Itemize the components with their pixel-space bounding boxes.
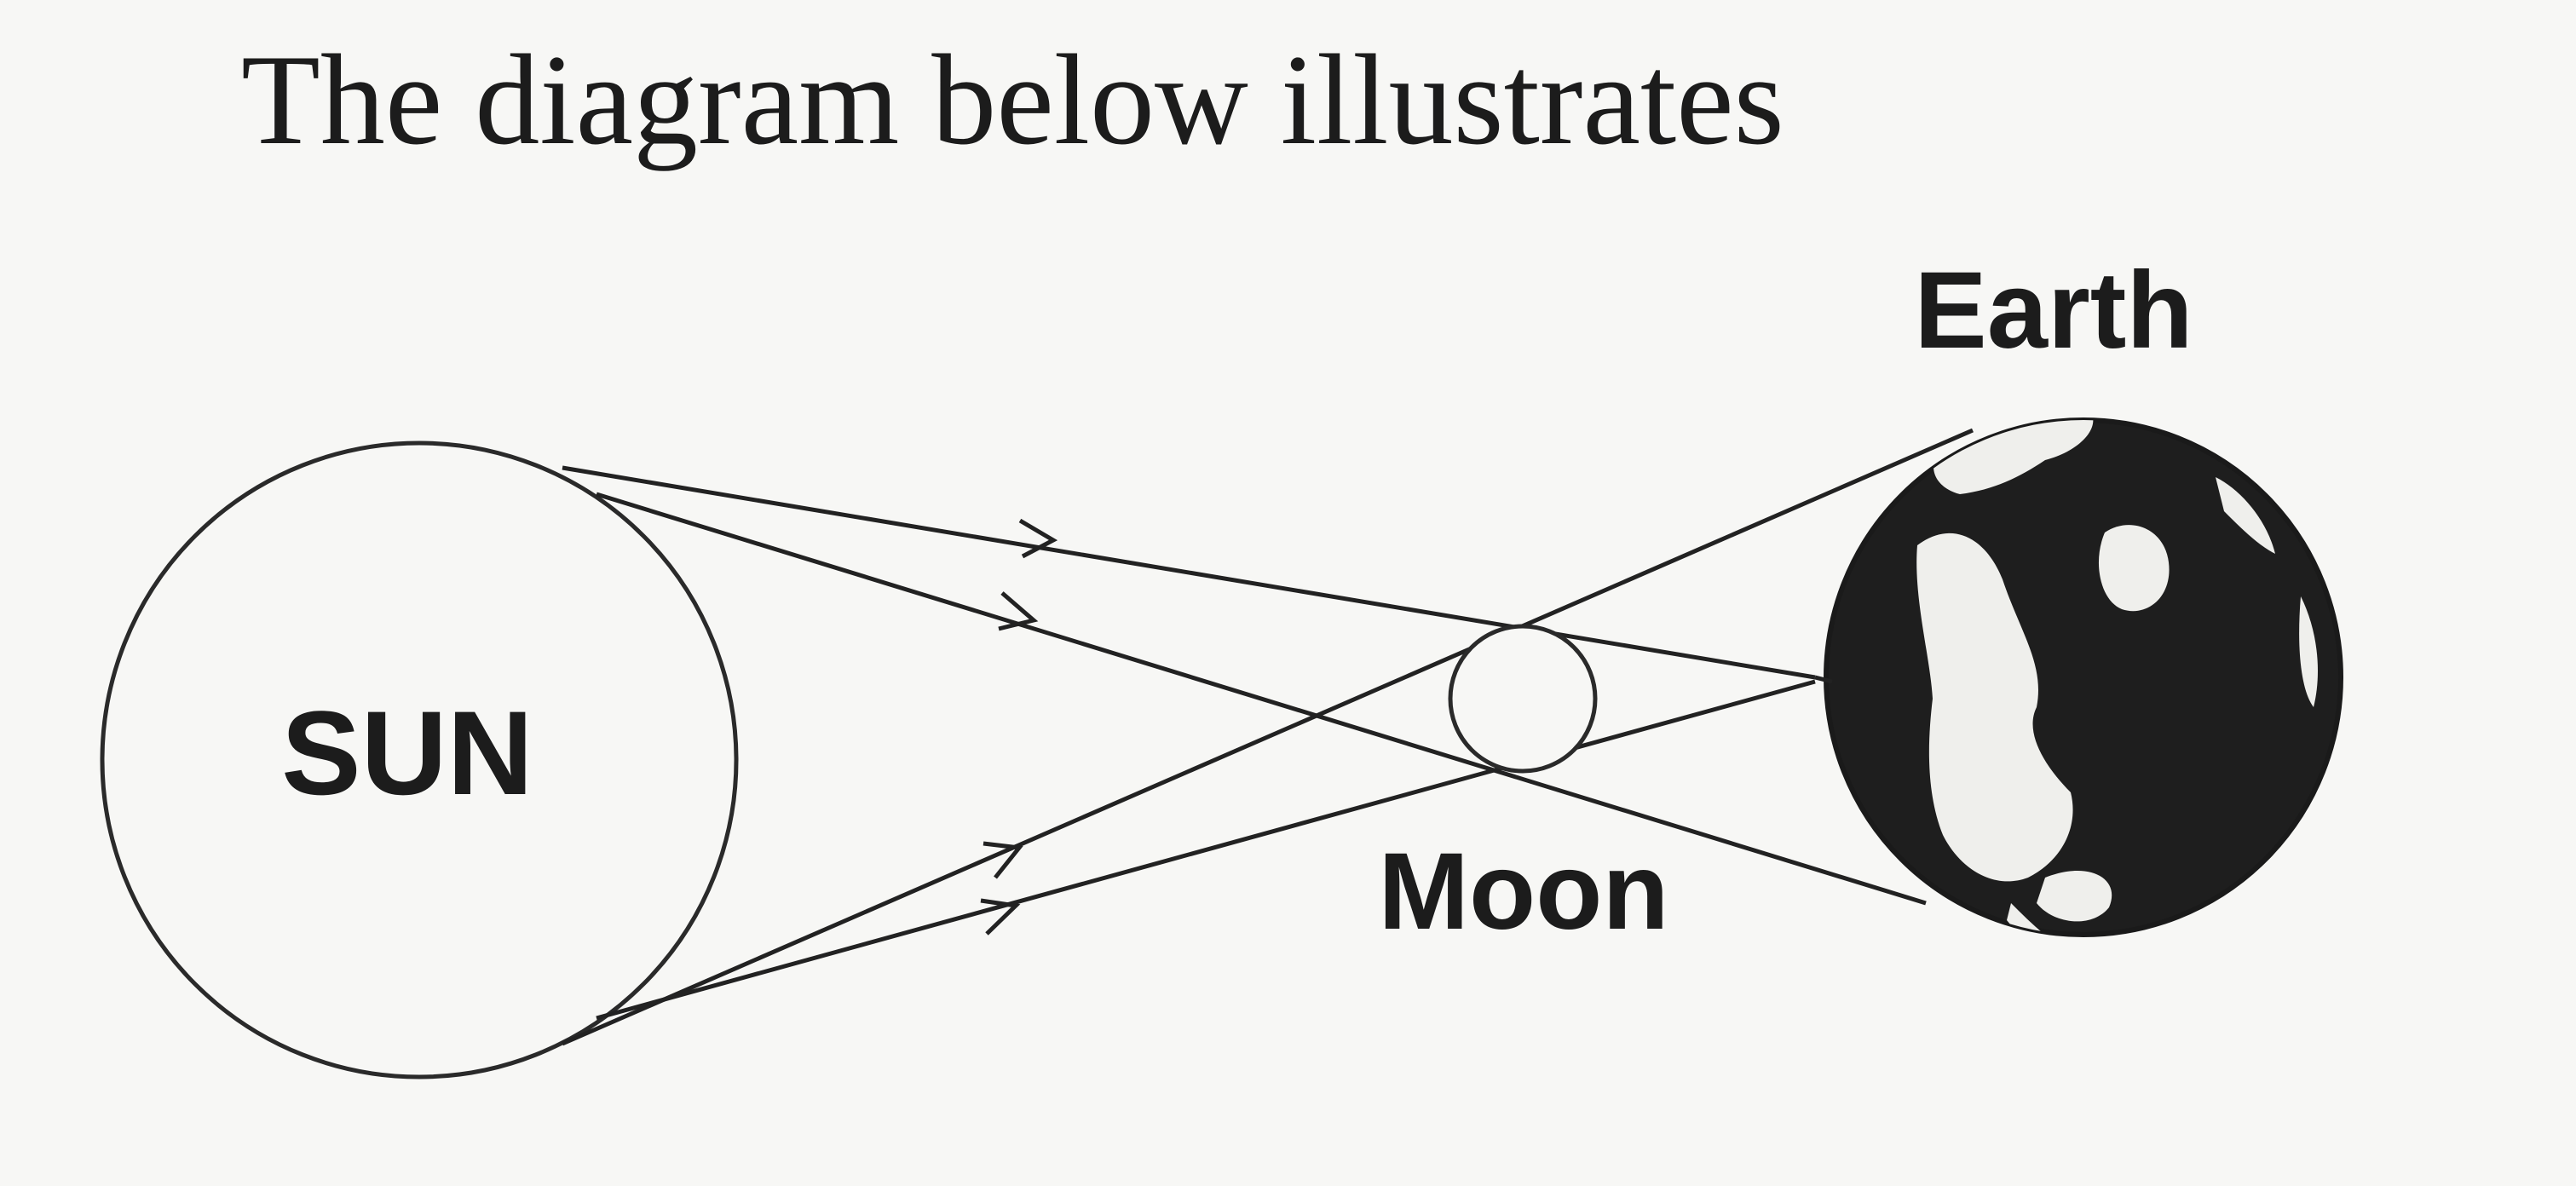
earth-rays: [1814, 675, 1833, 684]
earth-globe: [1824, 417, 2343, 937]
ray-top-inner: [596, 492, 1927, 906]
ray-top-outer: [562, 465, 1816, 680]
moon-label: Moon: [1378, 831, 1668, 953]
sun-label: SUN: [281, 686, 533, 820]
sun-circle: [100, 440, 739, 1079]
light-rays: [562, 428, 1974, 1046]
earth-label: Earth: [1914, 250, 2193, 371]
ray-earth-top: [1814, 675, 1833, 684]
arrowhead-2: [998, 591, 1039, 631]
arrowhead-4: [980, 898, 1021, 936]
question-text: The diagram below illustrates: [241, 28, 1784, 171]
arrowhead-3: [983, 841, 1023, 879]
ray-arrowheads: [980, 518, 1058, 936]
arrowhead-1: [1018, 518, 1058, 559]
ray-bottom-outer: [562, 428, 1974, 1046]
moon-circle: [1448, 624, 1598, 774]
ray-bottom-inner: [596, 679, 1816, 1021]
